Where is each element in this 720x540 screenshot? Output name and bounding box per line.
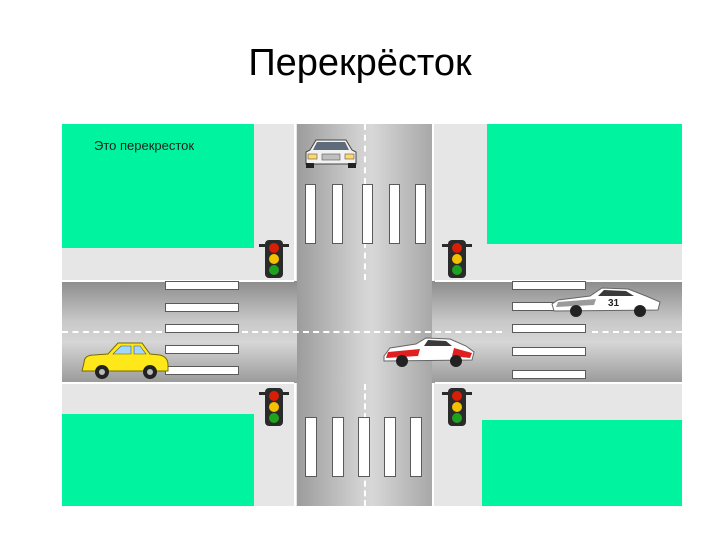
crosswalk-stripe (165, 303, 239, 312)
crosswalk-stripe (332, 417, 344, 477)
lane-divider (242, 331, 502, 333)
lane-divider (364, 124, 366, 184)
crosswalk-stripe (384, 417, 396, 477)
lane-divider (592, 331, 682, 333)
city-block (62, 124, 254, 248)
crosswalk-stripe (362, 184, 373, 244)
crosswalk-stripe (415, 184, 426, 244)
traffic-light-icon (442, 388, 472, 426)
intersection-diagram: Это перекресток (62, 124, 682, 506)
crosswalk-stripe (512, 324, 586, 333)
lane-divider (364, 242, 366, 280)
white-car-top-view-icon (305, 139, 357, 168)
yellow-car-icon (81, 342, 169, 379)
crosswalk-stripe (305, 184, 316, 244)
crosswalk-stripe (512, 370, 586, 379)
svg-text:31: 31 (608, 298, 620, 309)
curb (435, 382, 682, 384)
crosswalk-stripe (165, 324, 239, 333)
crosswalk-stripe (165, 345, 239, 354)
curb (432, 383, 434, 506)
city-block (62, 414, 254, 506)
city-block (482, 420, 682, 506)
city-block (487, 124, 682, 244)
crosswalk-stripe (165, 366, 239, 375)
slide-title: Перекрёсток (248, 42, 472, 84)
traffic-light-icon (442, 240, 472, 278)
race-car-icon (383, 337, 475, 367)
curb (294, 383, 296, 506)
traffic-light-icon (259, 240, 289, 278)
crosswalk-stripe (410, 417, 422, 477)
curb (62, 382, 294, 384)
crosswalk-stripe (512, 281, 586, 290)
crosswalk-stripe (512, 347, 586, 356)
crosswalk-stripe (389, 184, 400, 244)
crosswalk-stripe (305, 417, 317, 477)
crosswalk-stripe (358, 417, 370, 477)
lane-divider (62, 331, 162, 333)
race-car-icon: 31 (551, 287, 661, 317)
curb (294, 124, 296, 281)
curb (432, 124, 434, 281)
traffic-light-icon (259, 388, 289, 426)
crosswalk-stripe (332, 184, 343, 244)
crosswalk-stripe (165, 281, 239, 290)
corner-label: Это перекресток (94, 138, 195, 153)
